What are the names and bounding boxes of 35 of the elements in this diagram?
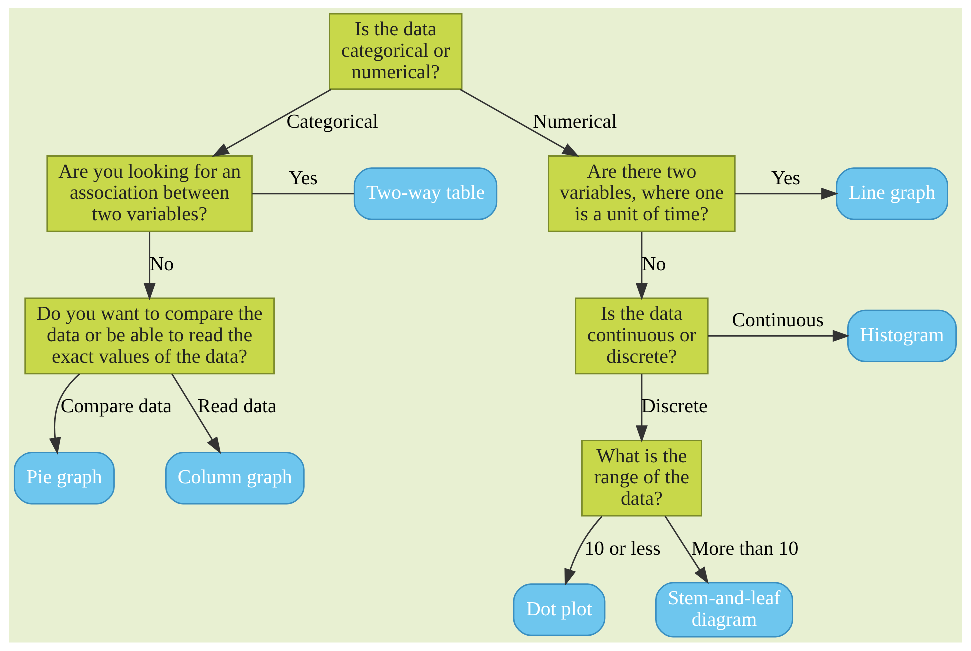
arrow bbox=[49, 374, 80, 455]
arrow bbox=[144, 232, 156, 300]
node-box: Are you looking for an association between two variables? bbox=[46, 156, 253, 232]
arrow bbox=[636, 232, 648, 300]
edge-label: No bbox=[642, 253, 666, 276]
node-box: What is the range of the data? bbox=[582, 440, 702, 517]
arrow bbox=[564, 516, 603, 586]
node-box: Do you want to compare the data or be able to read the exact values of the data? bbox=[24, 298, 275, 375]
edge-label: Compare data bbox=[60, 396, 172, 418]
node-box: Two-way table bbox=[354, 168, 498, 220]
node-box: Is the data categorical or numerical? bbox=[329, 13, 463, 90]
node-box: Pie graph bbox=[14, 452, 115, 505]
arrow bbox=[212, 89, 332, 158]
edge-label: Categorical bbox=[286, 111, 378, 134]
node-box: Column graph bbox=[165, 452, 305, 505]
edge-label: Continuous bbox=[732, 309, 824, 332]
edge-label: Yes bbox=[771, 167, 800, 190]
node-box: Dot plot bbox=[513, 584, 606, 636]
arrow bbox=[172, 374, 222, 454]
connector bbox=[252, 193, 354, 195]
node-box: Are there two variables, where one is a unit of time? bbox=[548, 156, 736, 232]
node-box: Histogram bbox=[848, 310, 958, 362]
node-box: Line graph bbox=[836, 168, 948, 220]
edge-label: Yes bbox=[288, 167, 318, 190]
edge-label: 10 or less bbox=[584, 538, 661, 560]
node-box: Is the data continuous or discrete? bbox=[575, 298, 709, 375]
edge-label: More than 10 bbox=[691, 538, 799, 560]
edge-label: Read data bbox=[198, 396, 277, 418]
arrow bbox=[460, 89, 580, 158]
arrow bbox=[664, 516, 709, 584]
arrow bbox=[735, 188, 839, 200]
node-box: Stem-and-leaf diagram bbox=[655, 582, 794, 638]
edge-label: Numerical bbox=[533, 111, 618, 134]
arrow bbox=[636, 374, 648, 443]
arrow bbox=[708, 330, 850, 342]
